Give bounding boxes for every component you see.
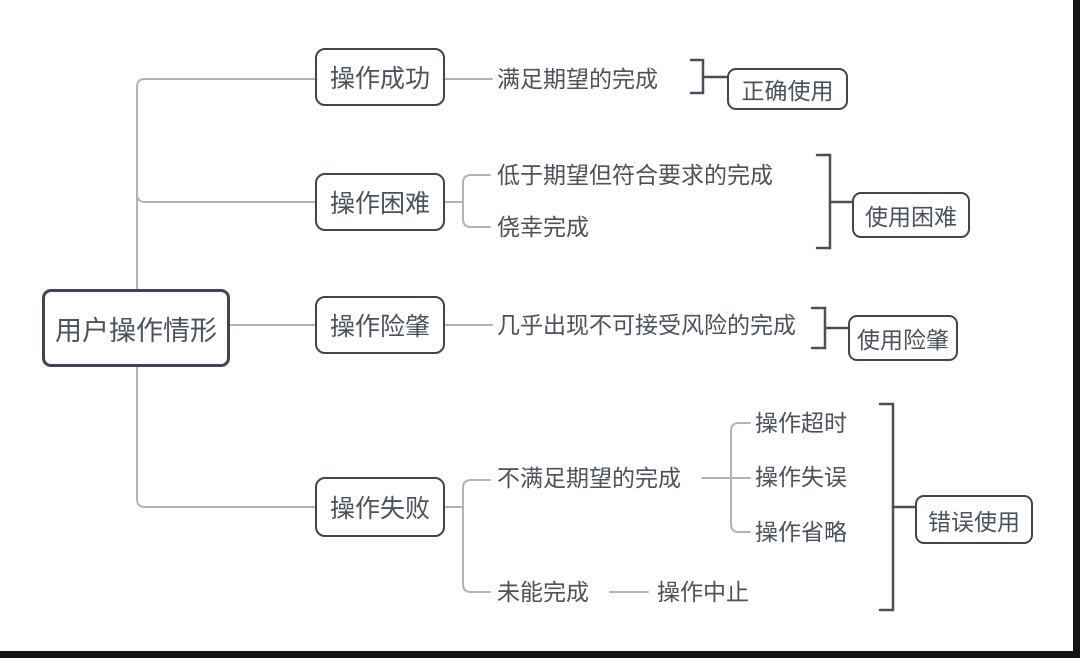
topic-operation-difficulty[interactable]: 操作困难 [315, 173, 445, 231]
summary-difficult-use-label: 使用困难 [865, 204, 957, 230]
connector-failure-children [462, 479, 491, 593]
summary-correct-use[interactable]: 正确使用 [727, 68, 848, 110]
topic-operation-failure[interactable]: 操作失败 [315, 477, 445, 537]
connector-difficulty-children [462, 174, 491, 228]
topic-operation-risk-label: 操作险肇 [329, 313, 430, 341]
subtopic-unmet-expectation-completion[interactable]: 不满足期望的完成 [497, 465, 681, 491]
summary-wrong-use-label: 错误使用 [928, 508, 1020, 535]
connector-root-to-success [136, 78, 316, 290]
screen-edge-bar-bottom [0, 651, 1080, 658]
summary-bracket-risky-use [810, 306, 827, 350]
subtopic-failed-to-complete[interactable]: 未能完成 [497, 579, 589, 605]
topic-operation-success[interactable]: 操作成功 [315, 48, 445, 106]
subtopic-operation-mistake[interactable]: 操作失误 [755, 464, 847, 490]
root-topic[interactable]: 用户操作情形 [42, 289, 230, 367]
topic-operation-success-label: 操作成功 [329, 65, 430, 93]
subtopic-below-expectation-completion[interactable]: 低于期望但符合要求的完成 [497, 162, 773, 188]
connector-root-to-difficulty [136, 193, 316, 203]
subtopic-operation-timeout[interactable]: 操作超时 [755, 410, 847, 436]
summary-bracket-difficult-use [815, 153, 832, 250]
topic-operation-risk[interactable]: 操作险肇 [315, 296, 445, 354]
subtopic-expected-completion[interactable]: 满足期望的完成 [497, 66, 658, 92]
subtopic-near-unacceptable-risk-completion[interactable]: 几乎出现不可接受风险的完成 [497, 312, 796, 338]
summary-bracket-correct-use [689, 58, 705, 95]
topic-operation-failure-label: 操作失败 [329, 495, 430, 523]
summary-difficult-use[interactable]: 使用困难 [852, 192, 970, 238]
summary-wrong-use[interactable]: 错误使用 [915, 495, 1033, 544]
connector-root-to-failure [136, 366, 316, 508]
summary-correct-use-label: 正确使用 [741, 78, 834, 104]
connector-unmet-children [730, 422, 751, 533]
subtopic-operation-omission[interactable]: 操作省略 [755, 519, 847, 545]
summary-risky-use-label: 使用险肇 [857, 327, 949, 353]
topic-operation-difficulty-label: 操作困难 [329, 190, 430, 218]
root-topic-label: 用户操作情形 [55, 315, 217, 346]
summary-bracket-wrong-use [878, 402, 895, 612]
summary-risky-use[interactable]: 使用险肇 [848, 315, 958, 361]
screen-edge-bar-right [1073, 0, 1080, 658]
subtopic-lucky-completion[interactable]: 侥幸完成 [497, 214, 589, 240]
subtopic-operation-abort[interactable]: 操作中止 [657, 579, 749, 605]
